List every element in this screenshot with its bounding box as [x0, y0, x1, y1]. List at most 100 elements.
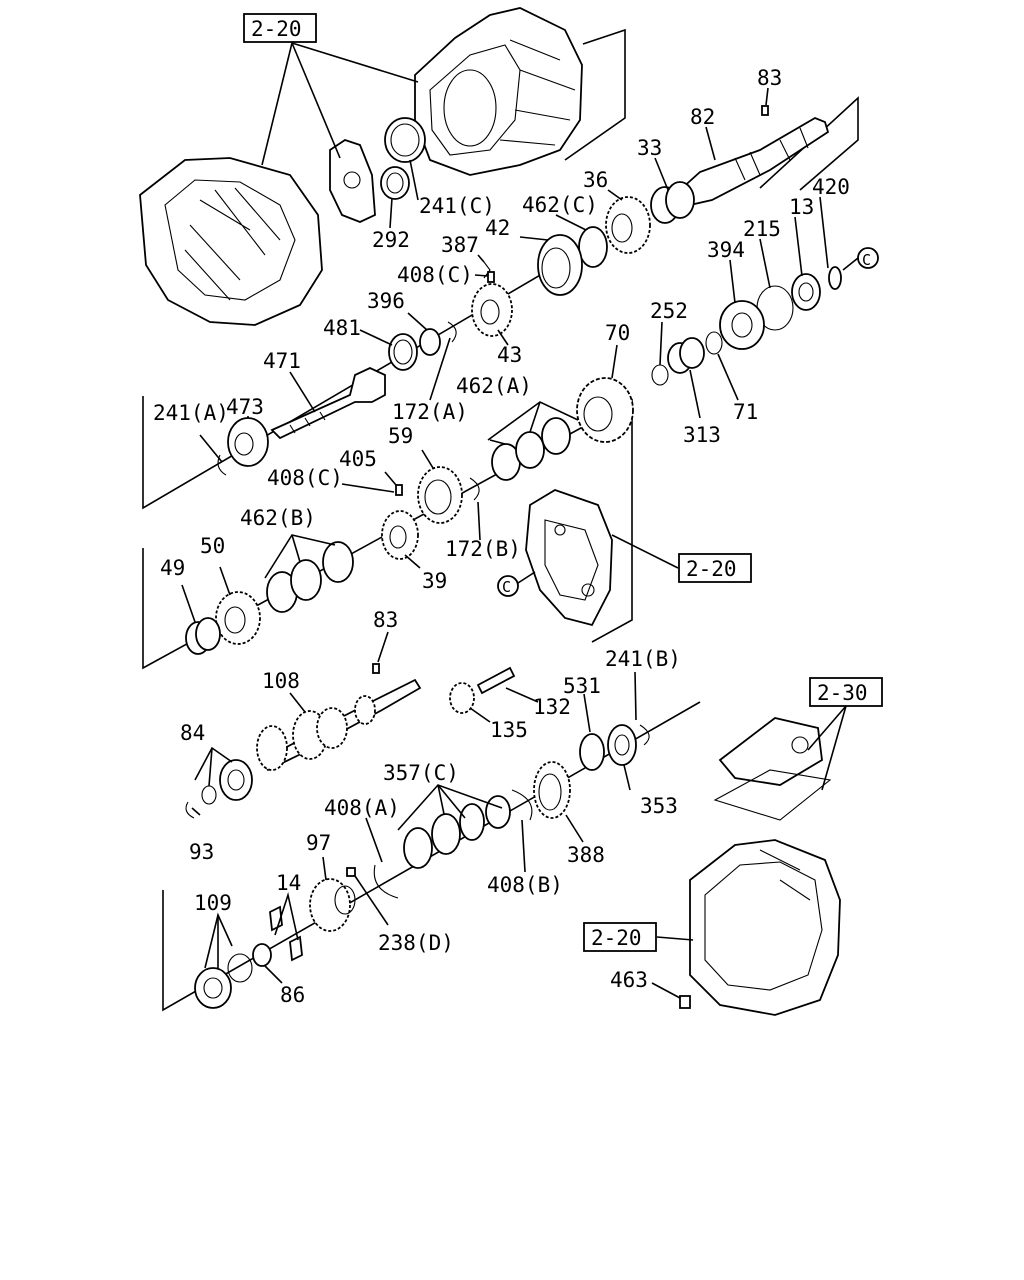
label-405: 405: [339, 447, 377, 471]
label-471: 471: [263, 349, 301, 373]
gear-353-part: [607, 724, 637, 766]
rear-case-part: [689, 839, 841, 1016]
pin-405-part: [395, 484, 403, 496]
label-84: 84: [180, 721, 205, 745]
ring-172a-part: [447, 321, 457, 343]
label-215: 215: [743, 217, 781, 241]
label-42: 42: [485, 216, 510, 240]
ring-462b-set-part: [266, 541, 354, 613]
label-109: 109: [194, 891, 232, 915]
ring-408b-part: [511, 789, 533, 821]
ring-531-part: [579, 733, 605, 771]
label-83-top: 83: [757, 66, 782, 90]
label-420: 420: [812, 175, 850, 199]
label-241b: 241(B): [605, 647, 681, 671]
leader-lines: [181, 42, 859, 999]
label-408c-mid: 408(C): [267, 466, 343, 490]
label-33: 33: [637, 136, 662, 160]
adapter-plate-part: [329, 139, 376, 223]
label-82: 82: [690, 105, 715, 129]
ring-481-part: [388, 333, 418, 371]
bearing-396-part: [419, 328, 441, 356]
intermediate-plate-part: [525, 489, 613, 627]
label-71: 71: [733, 400, 758, 424]
bearing-394-part: [719, 300, 765, 350]
ring-420-part: [828, 266, 842, 290]
ring-357c-set-part: [403, 795, 511, 869]
top-cover-part: [713, 717, 832, 821]
ring-71-part: [705, 331, 723, 355]
label-462c: 462(C): [522, 193, 598, 217]
label-93: 93: [189, 840, 214, 864]
label-36: 36: [583, 168, 608, 192]
label-132: 132: [533, 695, 571, 719]
label-49: 49: [160, 556, 185, 580]
ref-label-30: 2-30: [817, 681, 868, 705]
gear-70-part: [576, 377, 634, 443]
ring-292-part: [380, 166, 410, 200]
main-shaft-82-part: [678, 105, 830, 207]
label-43: 43: [497, 343, 522, 367]
label-13: 13: [789, 195, 814, 219]
label-172b: 172(B): [445, 537, 521, 561]
label-252: 252: [650, 299, 688, 323]
ref-label-top: 2-20: [251, 17, 302, 41]
label-394: 394: [707, 238, 745, 262]
c-mark-b: C: [502, 578, 511, 596]
input-shaft-471-part: [270, 367, 386, 440]
gear-135-part: [449, 682, 475, 714]
label-135: 135: [490, 718, 528, 742]
gear-36-part: [605, 196, 651, 254]
label-39: 39: [422, 569, 447, 593]
ref-box-mid: [678, 553, 752, 583]
label-396: 396: [367, 289, 405, 313]
ring-462c-part: [578, 226, 608, 268]
pin-408c-top-part: [487, 271, 495, 283]
bearing-13-part: [791, 273, 821, 311]
bearing-49-part: [185, 617, 221, 655]
bell-housing-part: [139, 157, 323, 326]
label-172a: 172(A): [392, 400, 468, 424]
ring-86-part: [252, 943, 272, 967]
label-238d: 238(D): [378, 931, 454, 955]
label-408a: 408(A): [324, 796, 400, 820]
label-408b: 408(B): [487, 873, 563, 897]
label-14: 14: [276, 871, 301, 895]
label-50: 50: [200, 534, 225, 558]
ref-box-bot: [583, 922, 657, 952]
ring-93-part: [185, 801, 195, 819]
label-292: 292: [372, 228, 410, 252]
plug-463-part: [679, 995, 691, 1009]
label-241c: 241(C): [419, 194, 495, 218]
label-387: 387: [441, 233, 479, 257]
ref-label-bot: 2-20: [591, 926, 642, 950]
sleeve-388-part: [533, 761, 571, 819]
pin-83b-part: [372, 663, 380, 674]
ring-241c-part: [384, 117, 426, 163]
ring-172b-part: [469, 477, 480, 501]
ring-462a-set-part: [491, 417, 571, 481]
label-97: 97: [306, 831, 331, 855]
label-353: 353: [640, 794, 678, 818]
label-388: 388: [567, 843, 605, 867]
c-callout-circle-b: [497, 575, 519, 597]
gear-39-part: [381, 510, 419, 560]
pin-238d-part: [346, 867, 356, 877]
gear-50-part: [215, 591, 261, 645]
label-357c: 357(C): [383, 761, 459, 785]
gear-97-part: [309, 878, 356, 932]
bearing-33-part: [650, 181, 695, 224]
transmission-case-part: [414, 7, 583, 176]
bearing-473-part: [227, 417, 269, 467]
label-473: 473: [226, 395, 264, 419]
ring-252-part: [651, 364, 669, 386]
label-59: 59: [388, 424, 413, 448]
label-108: 108: [262, 669, 300, 693]
label-313: 313: [683, 423, 721, 447]
label-70: 70: [605, 321, 630, 345]
label-86: 86: [280, 983, 305, 1007]
hub-42-part: [537, 234, 583, 296]
bearing-109-part: [194, 953, 253, 1009]
label-481: 481: [323, 316, 361, 340]
sleeve-59-part: [417, 466, 463, 524]
